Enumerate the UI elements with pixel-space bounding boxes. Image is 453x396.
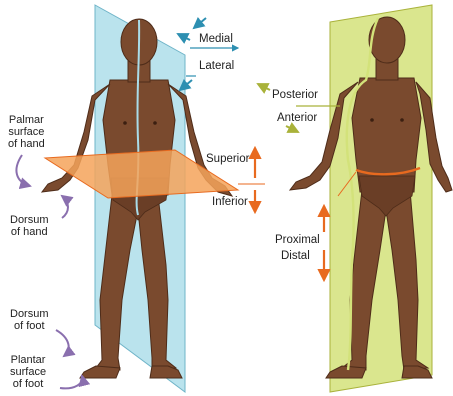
dorsum-foot-line-1: Dorsum (10, 308, 49, 320)
proximal-label: Proximal (275, 234, 320, 246)
medial-pointer-arrow (194, 18, 206, 28)
palmar-line-1: Palmar (8, 114, 45, 126)
lateral-label: Lateral (199, 60, 234, 72)
inferior-label: Inferior (212, 196, 248, 208)
plantar-line-3: of foot (10, 378, 46, 390)
plantar-arrow (60, 376, 82, 388)
dorsum-foot-line-2: of foot (10, 320, 49, 332)
palmar-arrow (16, 155, 30, 186)
anterior-arrow (286, 126, 298, 132)
palmar-surface-label: Palmar surface of hand (8, 114, 45, 150)
superior-label: Superior (206, 153, 249, 165)
dorsum-hand-line-2: of hand (10, 226, 49, 238)
distal-label: Distal (281, 250, 310, 262)
dorsum-hand-line-1: Dorsum (10, 214, 49, 226)
plantar-line-1: Plantar (10, 354, 46, 366)
palmar-line-2: surface (8, 126, 45, 138)
dorsum-foot-arrow (56, 330, 69, 356)
palmar-line-3: of hand (8, 138, 45, 150)
plantar-line-2: surface (10, 366, 46, 378)
plantar-surface-label: Plantar surface of foot (10, 354, 46, 390)
medial-arrow (178, 34, 190, 40)
posterior-arrow (258, 84, 270, 90)
dorsum-foot-label: Dorsum of foot (10, 308, 49, 332)
dorsum-hand-arrow (62, 196, 68, 218)
dorsum-hand-label: Dorsum of hand (10, 214, 49, 238)
medial-label: Medial (199, 33, 233, 45)
anterior-label: Anterior (277, 112, 317, 124)
posterior-label: Posterior (272, 89, 318, 101)
